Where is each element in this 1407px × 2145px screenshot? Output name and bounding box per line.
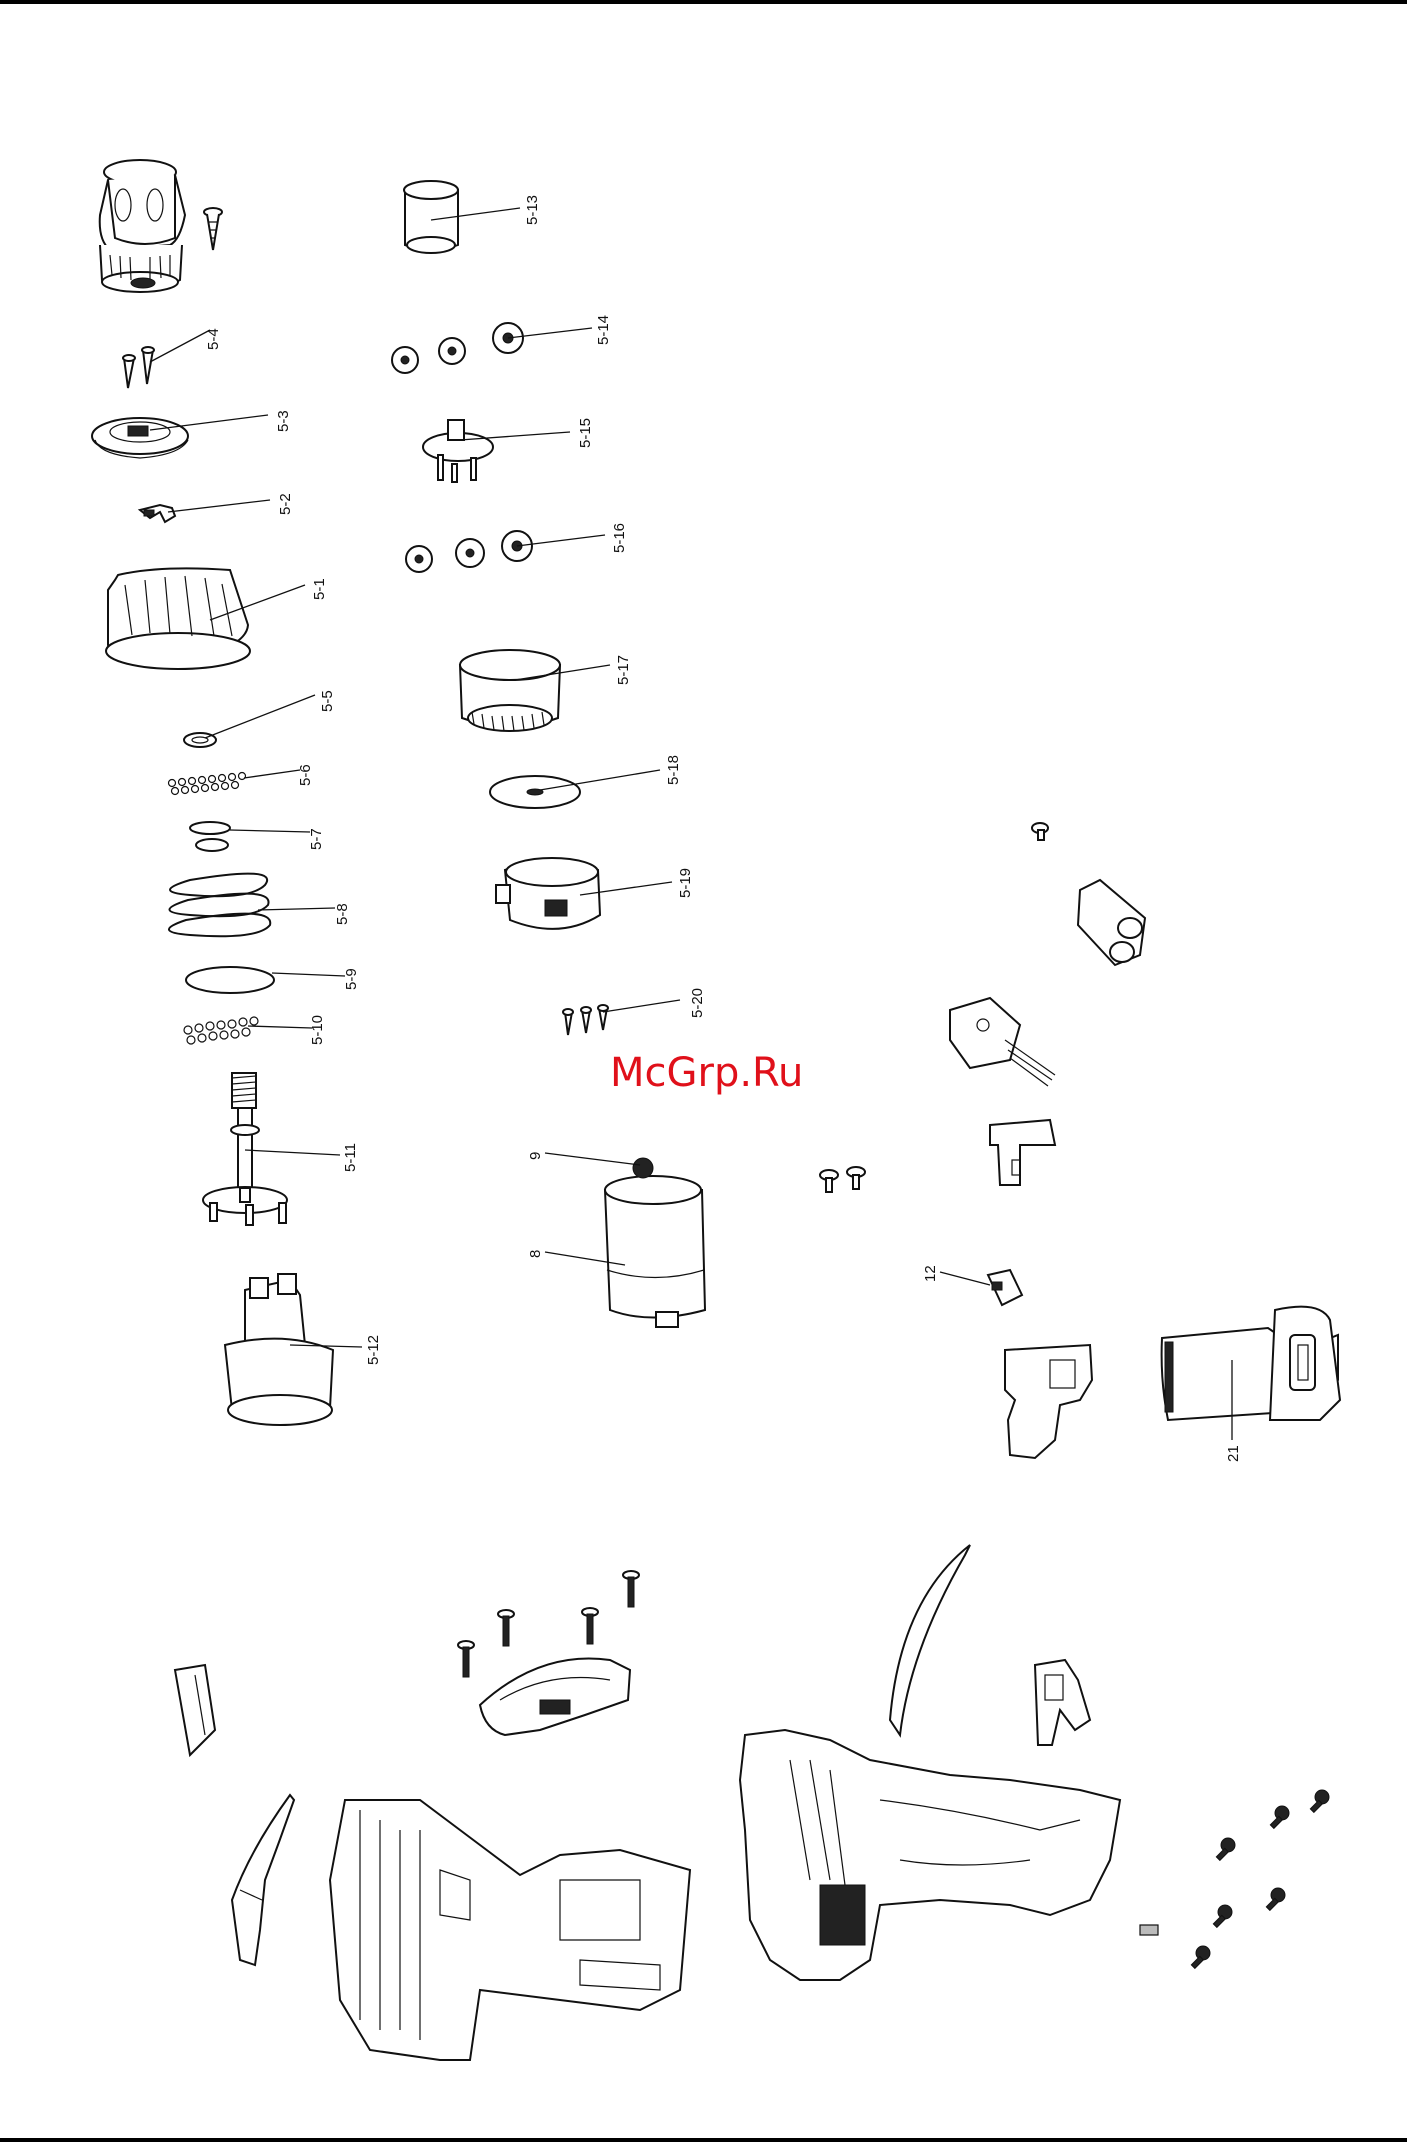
motor-8-9 (545, 1153, 705, 1327)
balls-5-10 (184, 1017, 312, 1044)
housing-half-left (330, 1800, 690, 2060)
callout-21: 21 (1225, 1445, 1242, 1462)
chuck-screw (204, 208, 222, 250)
pins-5-4 (123, 330, 210, 388)
clip-5-2 (140, 500, 270, 522)
screw-small (1032, 823, 1048, 840)
callout-5-18: 5-18 (665, 755, 682, 785)
callout-5-9: 5-9 (343, 968, 360, 990)
callout-5-4: 5-4 (205, 328, 222, 350)
battery-pack-21 (1162, 1307, 1340, 1440)
grip-strip-right (890, 1545, 970, 1735)
gears-5-14 (392, 323, 592, 373)
carrier-5-15 (423, 420, 570, 482)
washer-5-18 (490, 770, 660, 808)
callout-5-8: 5-8 (334, 903, 351, 925)
handle-insert (1005, 1345, 1092, 1458)
bushing-5-13 (404, 181, 520, 253)
switch-part (950, 998, 1055, 1086)
balls-5-6 (169, 770, 301, 795)
screws-pair (820, 1167, 865, 1192)
ring-gear-5-17 (460, 650, 610, 731)
callout-5-11: 5-11 (342, 1143, 359, 1172)
callout-5-12: 5-12 (365, 1335, 382, 1365)
housing-5-12 (225, 1274, 362, 1425)
callout-12: 12 (922, 1265, 939, 1282)
callout-8: 8 (527, 1250, 544, 1258)
spring-5-8 (169, 874, 335, 937)
watermark: McGrp.Ru (610, 1050, 803, 1096)
label-plate (175, 1665, 215, 1755)
gears-5-16 (406, 531, 605, 572)
washer-5-5 (184, 695, 315, 747)
switch-lever (1035, 1660, 1090, 1745)
chuck-part (100, 160, 185, 292)
callout-5-10: 5-10 (309, 1015, 326, 1045)
housing-screws (1140, 1790, 1329, 1968)
callout-5-17: 5-17 (615, 655, 632, 685)
screws-5-20 (563, 1000, 680, 1035)
callout-5-16: 5-16 (611, 523, 628, 553)
callout-9: 9 (527, 1152, 544, 1160)
spindle-5-11 (203, 1073, 340, 1225)
gearbox-5-19 (496, 858, 672, 929)
callout-5-2: 5-2 (277, 493, 294, 515)
callout-5-5: 5-5 (319, 690, 336, 712)
motor-cover (480, 1658, 630, 1735)
callout-5-6: 5-6 (297, 764, 314, 786)
ring-5-9 (186, 967, 345, 993)
bottom-rule (0, 2138, 1407, 2142)
callout-5-1: 5-1 (311, 578, 328, 600)
sleeve-5-1 (106, 568, 305, 669)
callout-5-7: 5-7 (308, 828, 325, 850)
button-12 (940, 1270, 1022, 1305)
grip-strip-left (232, 1795, 294, 1965)
contact-bracket (990, 1120, 1055, 1185)
plate-5-3 (92, 415, 268, 458)
callout-5-15: 5-15 (577, 418, 594, 448)
callout-5-14: 5-14 (595, 315, 612, 345)
battery-terminal-block (1078, 880, 1145, 965)
housing-half-right (740, 1730, 1120, 1980)
top-rule (0, 0, 1407, 4)
rings-5-7 (190, 822, 310, 851)
callout-5-3: 5-3 (275, 410, 292, 432)
callout-5-19: 5-19 (677, 868, 694, 898)
callout-5-13: 5-13 (524, 195, 541, 225)
callout-5-20: 5-20 (689, 988, 706, 1018)
